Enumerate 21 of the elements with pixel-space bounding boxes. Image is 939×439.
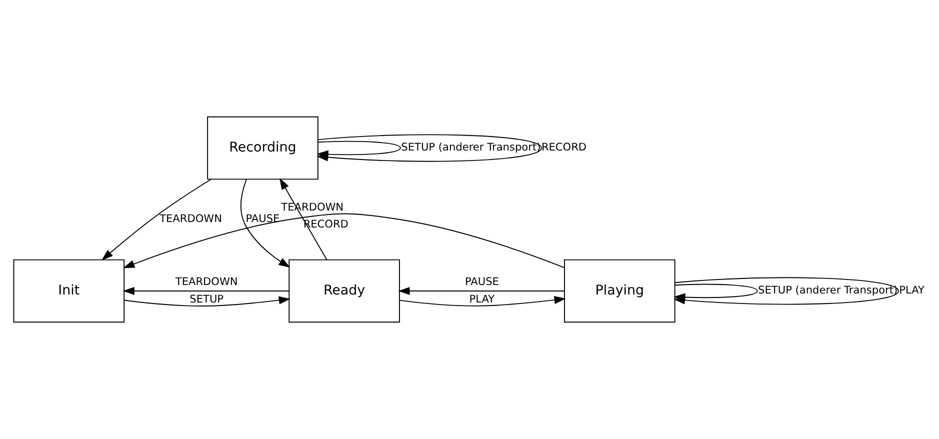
arrow xyxy=(102,178,212,260)
edge-label: PAUSE xyxy=(464,276,499,288)
edge-label: RECORD xyxy=(541,142,587,154)
edge-label: PAUSE xyxy=(246,213,280,226)
edge-label: PLAY xyxy=(899,284,924,297)
arrow xyxy=(240,178,290,268)
arrow xyxy=(398,286,565,296)
node-box: Playing xyxy=(564,259,676,323)
node-box: Recording xyxy=(207,116,318,180)
edge-label: TEARDOWN xyxy=(160,213,222,226)
edge-label: SETUP (anderer Transport) xyxy=(758,284,898,297)
arrow xyxy=(123,213,565,268)
arrow xyxy=(399,296,566,306)
node-box: Ready xyxy=(288,259,400,323)
edge-label: SETUP xyxy=(190,293,224,306)
arrow xyxy=(124,296,290,306)
edge-label: SETUP (anderer Transport) xyxy=(401,142,541,154)
arrow xyxy=(122,286,290,296)
node-box: Init xyxy=(13,259,125,323)
edge-label: PLAY xyxy=(469,293,495,306)
edge-label: TEARDOWN xyxy=(175,276,238,288)
